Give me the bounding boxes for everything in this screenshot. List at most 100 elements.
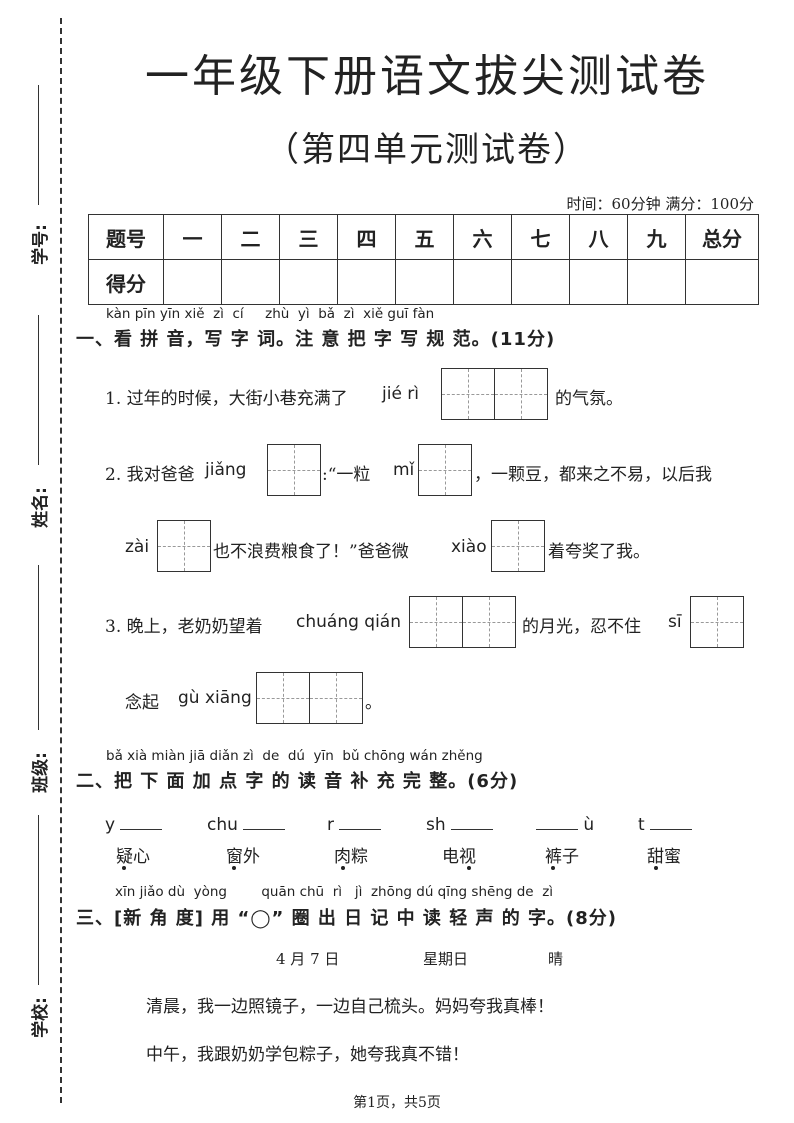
- reading-prefix: t: [638, 815, 645, 835]
- school-rule: [38, 815, 39, 985]
- q2-answer-box-4[interactable]: [491, 520, 545, 572]
- score-cell: 一: [163, 214, 222, 260]
- reading-prefix: chu: [207, 815, 238, 835]
- score-cell: 二: [221, 214, 280, 260]
- section1-heading-pinyin: kàn pīn yīn xiě zì cí zhù yì bǎ zì xiě g…: [106, 306, 435, 322]
- score-input-cell[interactable]: [569, 259, 628, 305]
- reading-prefix: sh: [426, 815, 446, 835]
- emphasis-dot: [341, 866, 345, 870]
- section3-heading: 三、[新 角 度] 用 “◯” 圈 出 日 记 中 读 轻 声 的 字。(8分): [76, 908, 617, 929]
- dotted-word-6: 甜蜜: [647, 847, 681, 867]
- q2-after-text: 着夸奖了我。: [548, 542, 650, 562]
- name-label: 姓名:: [30, 487, 51, 528]
- score-cell: 三: [279, 214, 338, 260]
- school-label: 学校:: [30, 997, 51, 1038]
- writing-grid-cell[interactable]: [268, 445, 320, 495]
- reading-prefix: y: [105, 815, 116, 835]
- writing-grid-cell[interactable]: [691, 597, 743, 647]
- section2-heading-pinyin: bǎ xià miàn jiā diǎn zì de dú yīn bǔ chō…: [106, 748, 483, 764]
- writing-grid-cell[interactable]: [410, 597, 463, 647]
- dotted-word-2: 窗外: [226, 847, 260, 867]
- answer-blank[interactable]: [536, 813, 578, 830]
- emphasis-dot: [122, 866, 126, 870]
- q2-pinyin-1: jiǎng: [205, 460, 247, 480]
- q3-line2-text: 念起: [125, 693, 159, 713]
- writing-grid-cell[interactable]: [492, 521, 544, 571]
- q2-text: 2. 我对爸爸: [105, 465, 195, 485]
- dotted-word-5: 裤子: [545, 847, 579, 867]
- q3-answer-box-1[interactable]: [409, 596, 516, 648]
- diary-line-1[interactable]: 清晨，我一边照镜子，一边自己梳头。妈妈夸我真棒！: [146, 997, 554, 1017]
- q3-mid-text: 的月光，忍不住: [522, 617, 641, 637]
- score-cell: 八: [569, 214, 628, 260]
- writing-grid-cell[interactable]: [310, 673, 362, 723]
- writing-grid-cell[interactable]: [495, 369, 547, 419]
- q3-after-text: 。: [365, 693, 382, 713]
- q1-answer-box[interactable]: [441, 368, 548, 420]
- diary-line-2[interactable]: 中午，我跟奶奶学包粽子，她夸我真不错！: [146, 1045, 469, 1065]
- emphasis-dot: [467, 866, 471, 870]
- q3-answer-box-2[interactable]: [690, 596, 744, 648]
- page-footer: 第1页，共5页: [353, 1095, 441, 1111]
- q2-pinyin-2: mǐ: [393, 460, 415, 480]
- reading-blank-3[interactable]: r: [327, 813, 382, 835]
- dotted-word-4: 电视: [442, 847, 476, 867]
- writing-grid-cell[interactable]: [463, 597, 515, 647]
- q2-answer-box-1[interactable]: [267, 444, 321, 496]
- score-cell: 题号: [88, 214, 164, 260]
- score-input-cell[interactable]: [395, 259, 454, 305]
- q3-pinyin-2: sī: [668, 612, 682, 632]
- q3-pinyin-1: chuáng qián: [296, 612, 401, 632]
- score-input-cell[interactable]: [511, 259, 570, 305]
- answer-blank[interactable]: [243, 813, 286, 830]
- reading-blank-4[interactable]: sh: [426, 813, 494, 835]
- reading-blank-5[interactable]: ù: [536, 813, 594, 835]
- dotted-word-3: 肉粽: [334, 847, 368, 867]
- name-rule: [38, 315, 39, 465]
- exam-info: 时间：60分钟 满分：100分: [566, 195, 755, 213]
- reading-suffix: ù: [583, 815, 595, 835]
- diary-date: 4 月 7 日: [276, 950, 340, 968]
- q3-answer-box-3[interactable]: [256, 672, 363, 724]
- score-cell: 九: [627, 214, 686, 260]
- score-input-cell[interactable]: [279, 259, 338, 305]
- q2-pinyin-3: zài: [125, 537, 150, 557]
- writing-grid-cell[interactable]: [158, 521, 210, 571]
- score-cell: 四: [337, 214, 396, 260]
- score-table-header-row: 题号 一 二 三 四 五 六 七 八 九 总分: [88, 214, 759, 260]
- reading-blank-2[interactable]: chu: [207, 813, 286, 835]
- page-subtitle: （第四单元测试卷）: [265, 130, 589, 170]
- q2-answer-box-2[interactable]: [418, 444, 472, 496]
- score-input-cell[interactable]: [337, 259, 396, 305]
- score-table-score-row: 得分: [88, 259, 759, 305]
- answer-blank[interactable]: [120, 813, 163, 830]
- score-input-cell[interactable]: [163, 259, 222, 305]
- reading-blank-1[interactable]: y: [105, 813, 163, 835]
- emphasis-dot: [551, 866, 555, 870]
- q2-answer-box-3[interactable]: [157, 520, 211, 572]
- section2-heading: 二、把 下 面 加 点 字 的 读 音 补 充 完 整。(6分): [76, 771, 519, 792]
- score-input-cell[interactable]: [453, 259, 512, 305]
- binding-dashed-line: [60, 18, 62, 1103]
- answer-blank[interactable]: [451, 813, 494, 830]
- writing-grid-cell[interactable]: [442, 369, 495, 419]
- writing-grid-cell[interactable]: [257, 673, 310, 723]
- score-input-cell[interactable]: [627, 259, 686, 305]
- q2-mid-text-3: 也不浪费粮食了！”爸爸微: [213, 542, 409, 562]
- score-input-cell[interactable]: [685, 259, 759, 305]
- score-input-cell[interactable]: [221, 259, 280, 305]
- writing-grid-cell[interactable]: [419, 445, 471, 495]
- dotted-word-1: 疑心: [116, 847, 150, 867]
- q2-pinyin-4: xiào: [451, 537, 487, 557]
- reading-blank-6[interactable]: t: [638, 813, 693, 835]
- score-cell: 总分: [685, 214, 759, 260]
- page-title: 一年级下册语文拔尖测试卷: [145, 51, 709, 102]
- q1-pinyin: jié rì: [382, 384, 420, 404]
- q1-text: 1. 过年的时候，大街小巷充满了: [105, 389, 348, 409]
- answer-blank[interactable]: [339, 813, 382, 830]
- section3-heading-pinyin: xīn jiǎo dù yòng quān chū rì jì zhōng dú…: [115, 884, 554, 900]
- answer-blank[interactable]: [650, 813, 693, 830]
- q1-after-text: 的气氛。: [555, 389, 623, 409]
- q3-pinyin-3: gù xiāng: [178, 688, 252, 708]
- diary-weekday: 星期日: [423, 950, 469, 968]
